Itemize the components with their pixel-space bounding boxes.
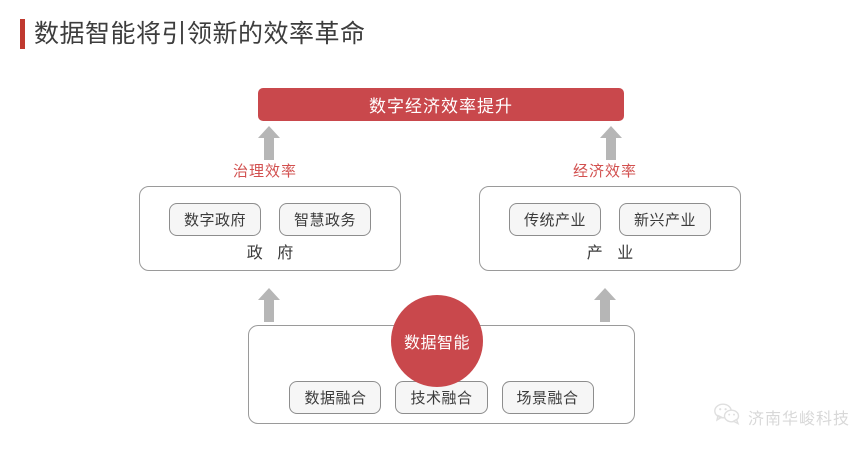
pill-emerging-industry[interactable]: 新兴产业 <box>619 203 712 236</box>
core-node-data-intelligence[interactable]: 数据智能 <box>391 295 483 387</box>
title-accent-bar <box>20 19 25 49</box>
group-box-government[interactable]: 数字政府 智慧政务 政 府 <box>139 186 401 271</box>
pill-traditional-industry[interactable]: 传统产业 <box>508 203 601 236</box>
arrow-up-icon-foundation-left <box>258 288 280 322</box>
watermark-text: 济南华峻科技 <box>747 410 850 428</box>
group-items-government: 数字政府 智慧政务 <box>140 203 400 236</box>
core-node-label: 数据智能 <box>403 335 470 352</box>
pill-data-fusion[interactable]: 数据融合 <box>289 381 382 414</box>
pill-digital-government[interactable]: 数字政府 <box>168 203 261 236</box>
watermark: 济南华峻科技 <box>714 403 850 430</box>
group-items-foundation: 数据融合 技术融合 场景融合 <box>249 381 634 414</box>
arrow-up-icon-economy <box>600 126 622 160</box>
pill-smart-government-affairs[interactable]: 智慧政务 <box>279 203 372 236</box>
banner-digital-economy[interactable]: 数字经济效率提升 <box>258 88 624 121</box>
group-caption-industry: 产 业 <box>586 245 639 262</box>
group-box-industry[interactable]: 传统产业 新兴产业 产 业 <box>479 186 741 271</box>
connector-label-governance: 治理效率 <box>233 163 298 180</box>
wechat-icon <box>714 403 740 430</box>
banner-label: 数字经济效率提升 <box>369 97 513 116</box>
group-items-industry: 传统产业 新兴产业 <box>480 203 740 236</box>
group-caption-government: 政 府 <box>246 245 299 262</box>
arrow-up-icon-foundation-right <box>594 288 616 322</box>
page-title: 数据智能将引领新的效率革命 <box>20 16 366 52</box>
pill-scenario-fusion[interactable]: 场景融合 <box>501 381 594 414</box>
connector-label-economy: 经济效率 <box>573 163 638 180</box>
page-title-text: 数据智能将引领新的效率革命 <box>34 19 366 48</box>
arrow-up-icon-governance <box>258 126 280 160</box>
